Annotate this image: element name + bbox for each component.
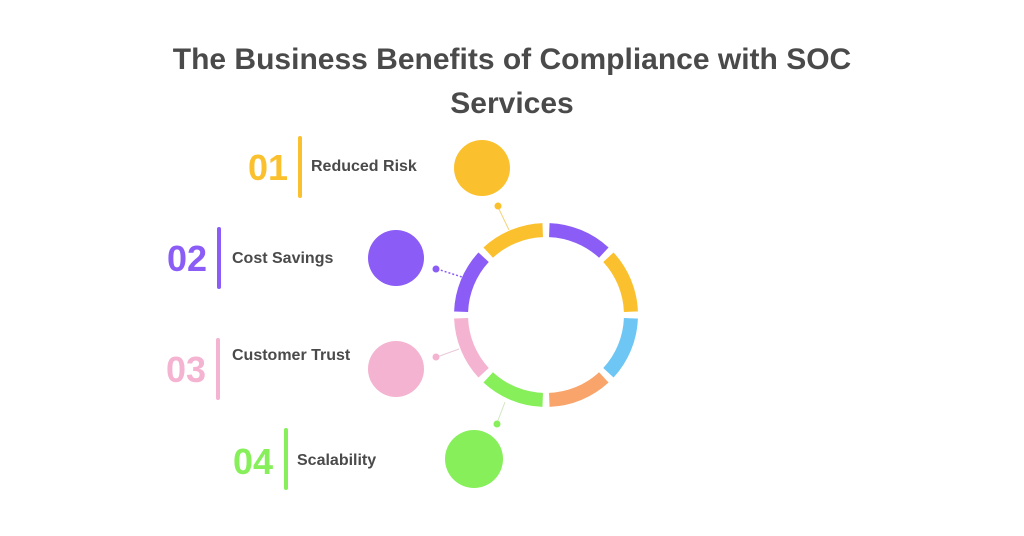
ring-segment-6 (454, 317, 489, 378)
item-label-01: Reduced Risk (311, 158, 417, 175)
item-circle-03 (368, 341, 424, 397)
item-circle-04 (445, 430, 503, 488)
connector-03 (436, 348, 460, 358)
connector-04 (496, 401, 506, 424)
item-label-04: Scalability (297, 452, 377, 469)
ring-segment-2 (603, 252, 638, 313)
item-divider-02 (217, 227, 221, 289)
item-label-03: Customer Trust (232, 347, 351, 364)
ring-segment-7 (454, 252, 489, 313)
item-divider-01 (298, 136, 302, 198)
item-divider-03 (216, 338, 220, 400)
item-number-04: 04 (233, 441, 274, 482)
item-number-03: 03 (166, 349, 207, 390)
connector-dot-03 (432, 353, 440, 361)
ring-segment-8 (483, 223, 544, 258)
connector-dot-01 (494, 202, 502, 210)
connector-dot-02 (432, 265, 440, 273)
item-label-02: Cost Savings (232, 250, 334, 267)
item-circle-02 (368, 230, 424, 286)
item-circle-01 (454, 140, 510, 196)
ring-segment-3 (603, 317, 638, 378)
ring-segment-1 (548, 223, 609, 258)
page-title: The Business Benefits of Compliance with… (0, 38, 1024, 126)
item-number-01: 01 (248, 147, 289, 188)
ring-segment-5 (483, 372, 544, 407)
segmented-ring (454, 223, 638, 407)
connector-02 (436, 268, 463, 278)
ring-segment-4 (548, 372, 609, 407)
item-number-02: 02 (167, 238, 208, 279)
title-line-1: The Business Benefits of Compliance with… (172, 43, 852, 76)
connector-01 (497, 206, 510, 231)
item-divider-04 (284, 428, 288, 490)
connector-dot-04 (493, 420, 501, 428)
title-line-2: Services (450, 87, 574, 120)
